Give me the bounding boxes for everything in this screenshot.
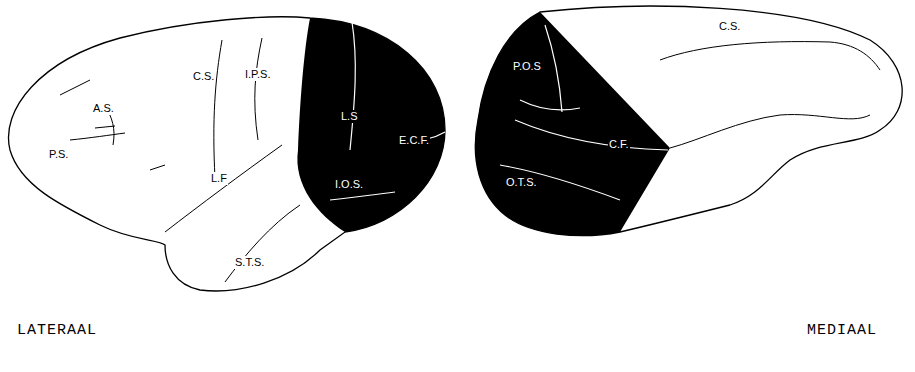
- sulcus-label: L.S: [340, 110, 359, 123]
- sulcus-label: I.O.S.: [334, 178, 364, 191]
- view-label: MEDIAAL: [806, 322, 878, 340]
- sulcus-label: A.S.: [92, 102, 115, 115]
- sulcus-label: E.C.F.: [398, 134, 430, 147]
- sulcus-label: C.S.: [718, 20, 741, 33]
- sulcus-label: O.T.S.: [505, 176, 538, 189]
- sulcus-label: P.S.: [48, 148, 69, 161]
- view-label: LATERAAL: [16, 322, 98, 340]
- sulcus-label: S.T.S.: [234, 256, 265, 269]
- sulcus-label: L.F: [210, 172, 228, 185]
- sulcus-label: P.O.S: [512, 60, 542, 73]
- sulcus-label: I.P.S.: [244, 68, 271, 81]
- sulcus-label: C.S.: [192, 70, 215, 83]
- sulcus-label: C.F.: [608, 138, 630, 151]
